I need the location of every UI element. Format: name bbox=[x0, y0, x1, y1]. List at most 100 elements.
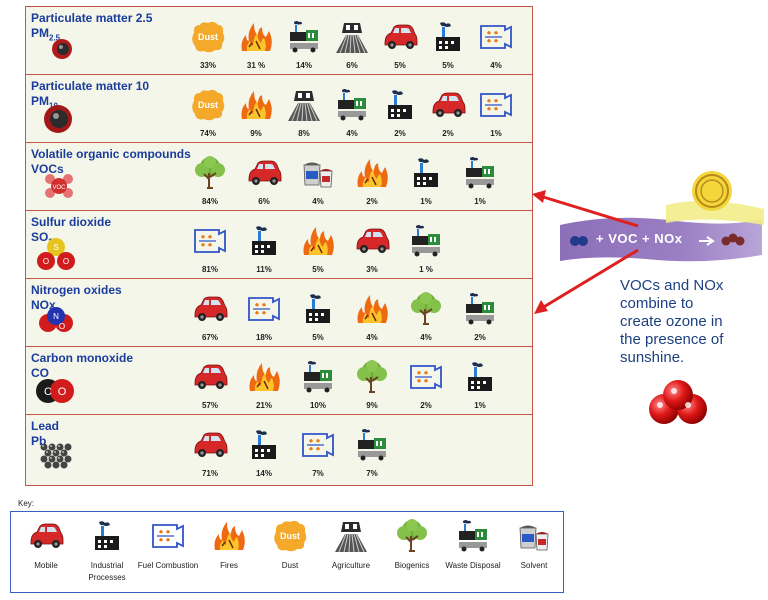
source-cell-industrial: 1% bbox=[404, 155, 448, 221]
ozone-panel: + VOC + NOx VOCs and NOx combine to crea… bbox=[556, 165, 766, 465]
fuel-icon bbox=[478, 19, 514, 55]
waste-icon bbox=[462, 291, 498, 327]
source-cell-biogenics: 4% bbox=[404, 291, 448, 357]
source-cell-agriculture: 6% bbox=[330, 19, 374, 85]
source-percentage: 5% bbox=[312, 333, 324, 342]
svg-text:C: C bbox=[44, 386, 52, 398]
source-percentage: 7% bbox=[366, 469, 378, 478]
svg-text:O: O bbox=[43, 257, 49, 266]
biogenics-icon bbox=[408, 291, 444, 327]
source-cell-waste: 1% bbox=[458, 155, 502, 221]
ozone-arrows bbox=[532, 190, 639, 314]
source-percentage: 3% bbox=[366, 265, 378, 274]
waste-icon bbox=[462, 155, 498, 191]
fires-icon bbox=[354, 291, 390, 327]
fuel-icon bbox=[246, 291, 282, 327]
agriculture-icon bbox=[333, 518, 369, 554]
ozone-caption-line: sunshine. bbox=[620, 349, 685, 366]
arrow-right-icon bbox=[699, 236, 715, 246]
key-item-solvent: Solvent bbox=[503, 516, 565, 592]
waste-icon bbox=[286, 19, 322, 55]
source-cell-fires: 9% bbox=[234, 87, 278, 153]
waste-icon bbox=[354, 427, 390, 463]
source-cell-fires: 5% bbox=[296, 223, 340, 289]
pollutant-abbreviation: VOCs bbox=[31, 162, 64, 176]
pollutant-name: Nitrogen oxides bbox=[31, 283, 122, 297]
key-item-label: Dust bbox=[281, 561, 299, 570]
ozone-caption-line: the presence of bbox=[620, 331, 724, 348]
industrial-icon bbox=[462, 359, 498, 395]
key-item-waste: Waste Disposal bbox=[442, 516, 504, 592]
svg-text:Dust: Dust bbox=[280, 531, 300, 541]
source-cell-fires: 31 % bbox=[234, 19, 278, 85]
ozone-caption-line: create ozone in bbox=[620, 313, 723, 330]
key-item-label: Solvent bbox=[520, 561, 548, 570]
source-percentage: 9% bbox=[366, 401, 378, 410]
ozone-equation-band bbox=[560, 217, 762, 262]
source-percentage: 31 % bbox=[246, 61, 266, 70]
source-cell-fuel: 81% bbox=[188, 223, 232, 289]
pollutant-name: Lead bbox=[31, 419, 60, 433]
source-cell-fires: 21% bbox=[242, 359, 286, 425]
source-cell-mobile: 5% bbox=[378, 19, 422, 85]
source-percentage: 5% bbox=[442, 61, 454, 70]
key-item-label: Mobile bbox=[34, 561, 58, 570]
industrial-icon bbox=[408, 155, 444, 191]
molecule-pm25-icon bbox=[50, 37, 74, 66]
industrial-icon bbox=[246, 223, 282, 259]
pollutant-name: Volatile organic compounds bbox=[31, 147, 191, 161]
source-cell-biogenics: 9% bbox=[350, 359, 394, 425]
fires-icon bbox=[300, 223, 336, 259]
pollutant-abbreviation-text: CO bbox=[31, 366, 49, 380]
molecule-pm10-icon bbox=[42, 103, 74, 140]
source-cell-mobile: 71% bbox=[188, 427, 232, 493]
source-percentage: 9% bbox=[250, 129, 262, 138]
source-percentage: 81% bbox=[201, 265, 218, 274]
fuel-icon bbox=[300, 427, 336, 463]
industrial-icon bbox=[430, 19, 466, 55]
solvent-icon bbox=[516, 518, 552, 554]
source-percentage: 10% bbox=[309, 401, 326, 410]
pollutant-name: Particulate matter 2.5 bbox=[31, 11, 153, 25]
source-percentage: 21% bbox=[255, 401, 272, 410]
pollutant-abbreviation: CO bbox=[31, 366, 49, 380]
source-cell-industrial: 5% bbox=[426, 19, 470, 85]
source-percentage: 4% bbox=[312, 197, 324, 206]
key-item-label: Fires bbox=[220, 561, 238, 570]
key-item-label: Agriculture bbox=[331, 561, 371, 570]
fuel-icon bbox=[150, 518, 186, 554]
source-cell-fuel: 7% bbox=[296, 427, 340, 493]
source-percentage: 1% bbox=[490, 129, 502, 138]
svg-text:Dust: Dust bbox=[198, 100, 218, 110]
key-item-label: Industrial Processes bbox=[88, 561, 126, 582]
molecule-voc-icon: VOC bbox=[42, 171, 76, 206]
source-percentage: 8% bbox=[298, 129, 310, 138]
source-percentage: 33% bbox=[199, 61, 216, 70]
source-percentage: 14% bbox=[295, 61, 312, 70]
pollutant-abbreviation-text: PM bbox=[31, 94, 49, 108]
svg-text:N: N bbox=[53, 312, 59, 321]
source-cell-agriculture: 8% bbox=[282, 87, 326, 153]
pollutant-abbreviation-text: NOx bbox=[31, 298, 56, 312]
source-percentage: 14% bbox=[255, 469, 272, 478]
source-cell-waste: 14% bbox=[282, 19, 326, 85]
source-percentage: 5% bbox=[394, 61, 406, 70]
source-percentage: 2% bbox=[366, 197, 378, 206]
source-percentage: 2% bbox=[394, 129, 406, 138]
dust-icon: Dust bbox=[190, 87, 226, 123]
mobile-icon bbox=[28, 518, 64, 554]
source-percentage: 18% bbox=[255, 333, 272, 342]
source-cell-fires: 4% bbox=[350, 291, 394, 357]
source-cell-mobile: 57% bbox=[188, 359, 232, 425]
key-item-biogenics: Biogenics bbox=[381, 516, 443, 592]
solvent-icon bbox=[300, 155, 336, 191]
molecule-pb-icon bbox=[38, 441, 74, 478]
